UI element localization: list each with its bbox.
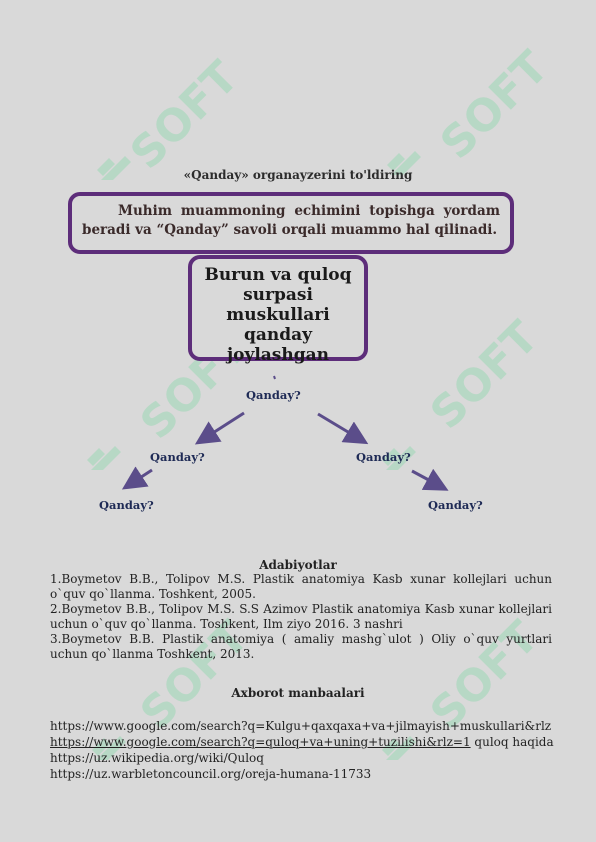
source-url: https://www.google.com/search?q=Kulgu+qa…	[50, 719, 552, 733]
central-topic-line: Burun va quloq	[204, 265, 352, 285]
central-topic-line: qanday joylashgan	[226, 325, 330, 365]
watermark-text: SOFT	[420, 311, 549, 440]
question-mid-left: Qanday?	[150, 450, 205, 464]
arrow-to-mid-right	[317, 412, 369, 445]
reference-item: 3.Boymetov B.B. Plastik anatomiya ( amal…	[50, 632, 552, 661]
source-link[interactable]: https://www.google.com/search?q=quloq+va…	[50, 735, 471, 749]
question-bottom-right: Qanday?	[428, 498, 483, 512]
reference-item: 2.Boymetov B.B., Tolipov M.S. S.S Azimov…	[50, 602, 552, 631]
sources-heading: Axborot manbaalari	[231, 686, 365, 700]
source-note: quloq haqida	[470, 735, 554, 749]
central-topic-line: surpasi muskullari	[226, 285, 330, 325]
source-line: https://www.google.com/search?q=quloq+va…	[50, 734, 570, 750]
source-url: https://uz.wikipedia.org/wiki/Quloq	[50, 751, 264, 765]
watermark-text: SOFT	[120, 51, 249, 180]
references-list: 1.Boymetov B.B., Tolipov M.S. Plastik an…	[50, 572, 552, 662]
central-topic-box: Burun va quloq surpasi muskullari qanday…	[188, 255, 368, 365]
source-url: https://uz.warbletoncouncil.org/oreja-hu…	[50, 767, 372, 781]
task-description-text: Muhim muammoning echimini topishga yorda…	[82, 203, 500, 238]
arrow-to-bottom-left	[121, 466, 153, 490]
watermark-text: SOFT	[430, 41, 559, 170]
arrow-to-bottom-right	[411, 468, 449, 491]
arrow-to-mid-left	[194, 411, 245, 445]
arrow-top-small	[273, 375, 276, 380]
reference-item: 1.Boymetov B.B., Tolipov M.S. Plastik an…	[50, 572, 552, 601]
watermark-logo-icon	[87, 446, 121, 470]
sources-list: https://www.google.com/search?q=Kulgu+qa…	[50, 718, 570, 782]
question-top: Qanday?	[246, 388, 301, 402]
page-title: «Qanday» organayzerini to'ldiring	[183, 168, 413, 182]
task-description-box: Muhim muammoning echimini topishga yorda…	[68, 192, 514, 254]
question-mid-right: Qanday?	[356, 450, 411, 464]
references-heading: Adabiyotlar	[259, 558, 337, 572]
question-bottom-left: Qanday?	[99, 498, 154, 512]
